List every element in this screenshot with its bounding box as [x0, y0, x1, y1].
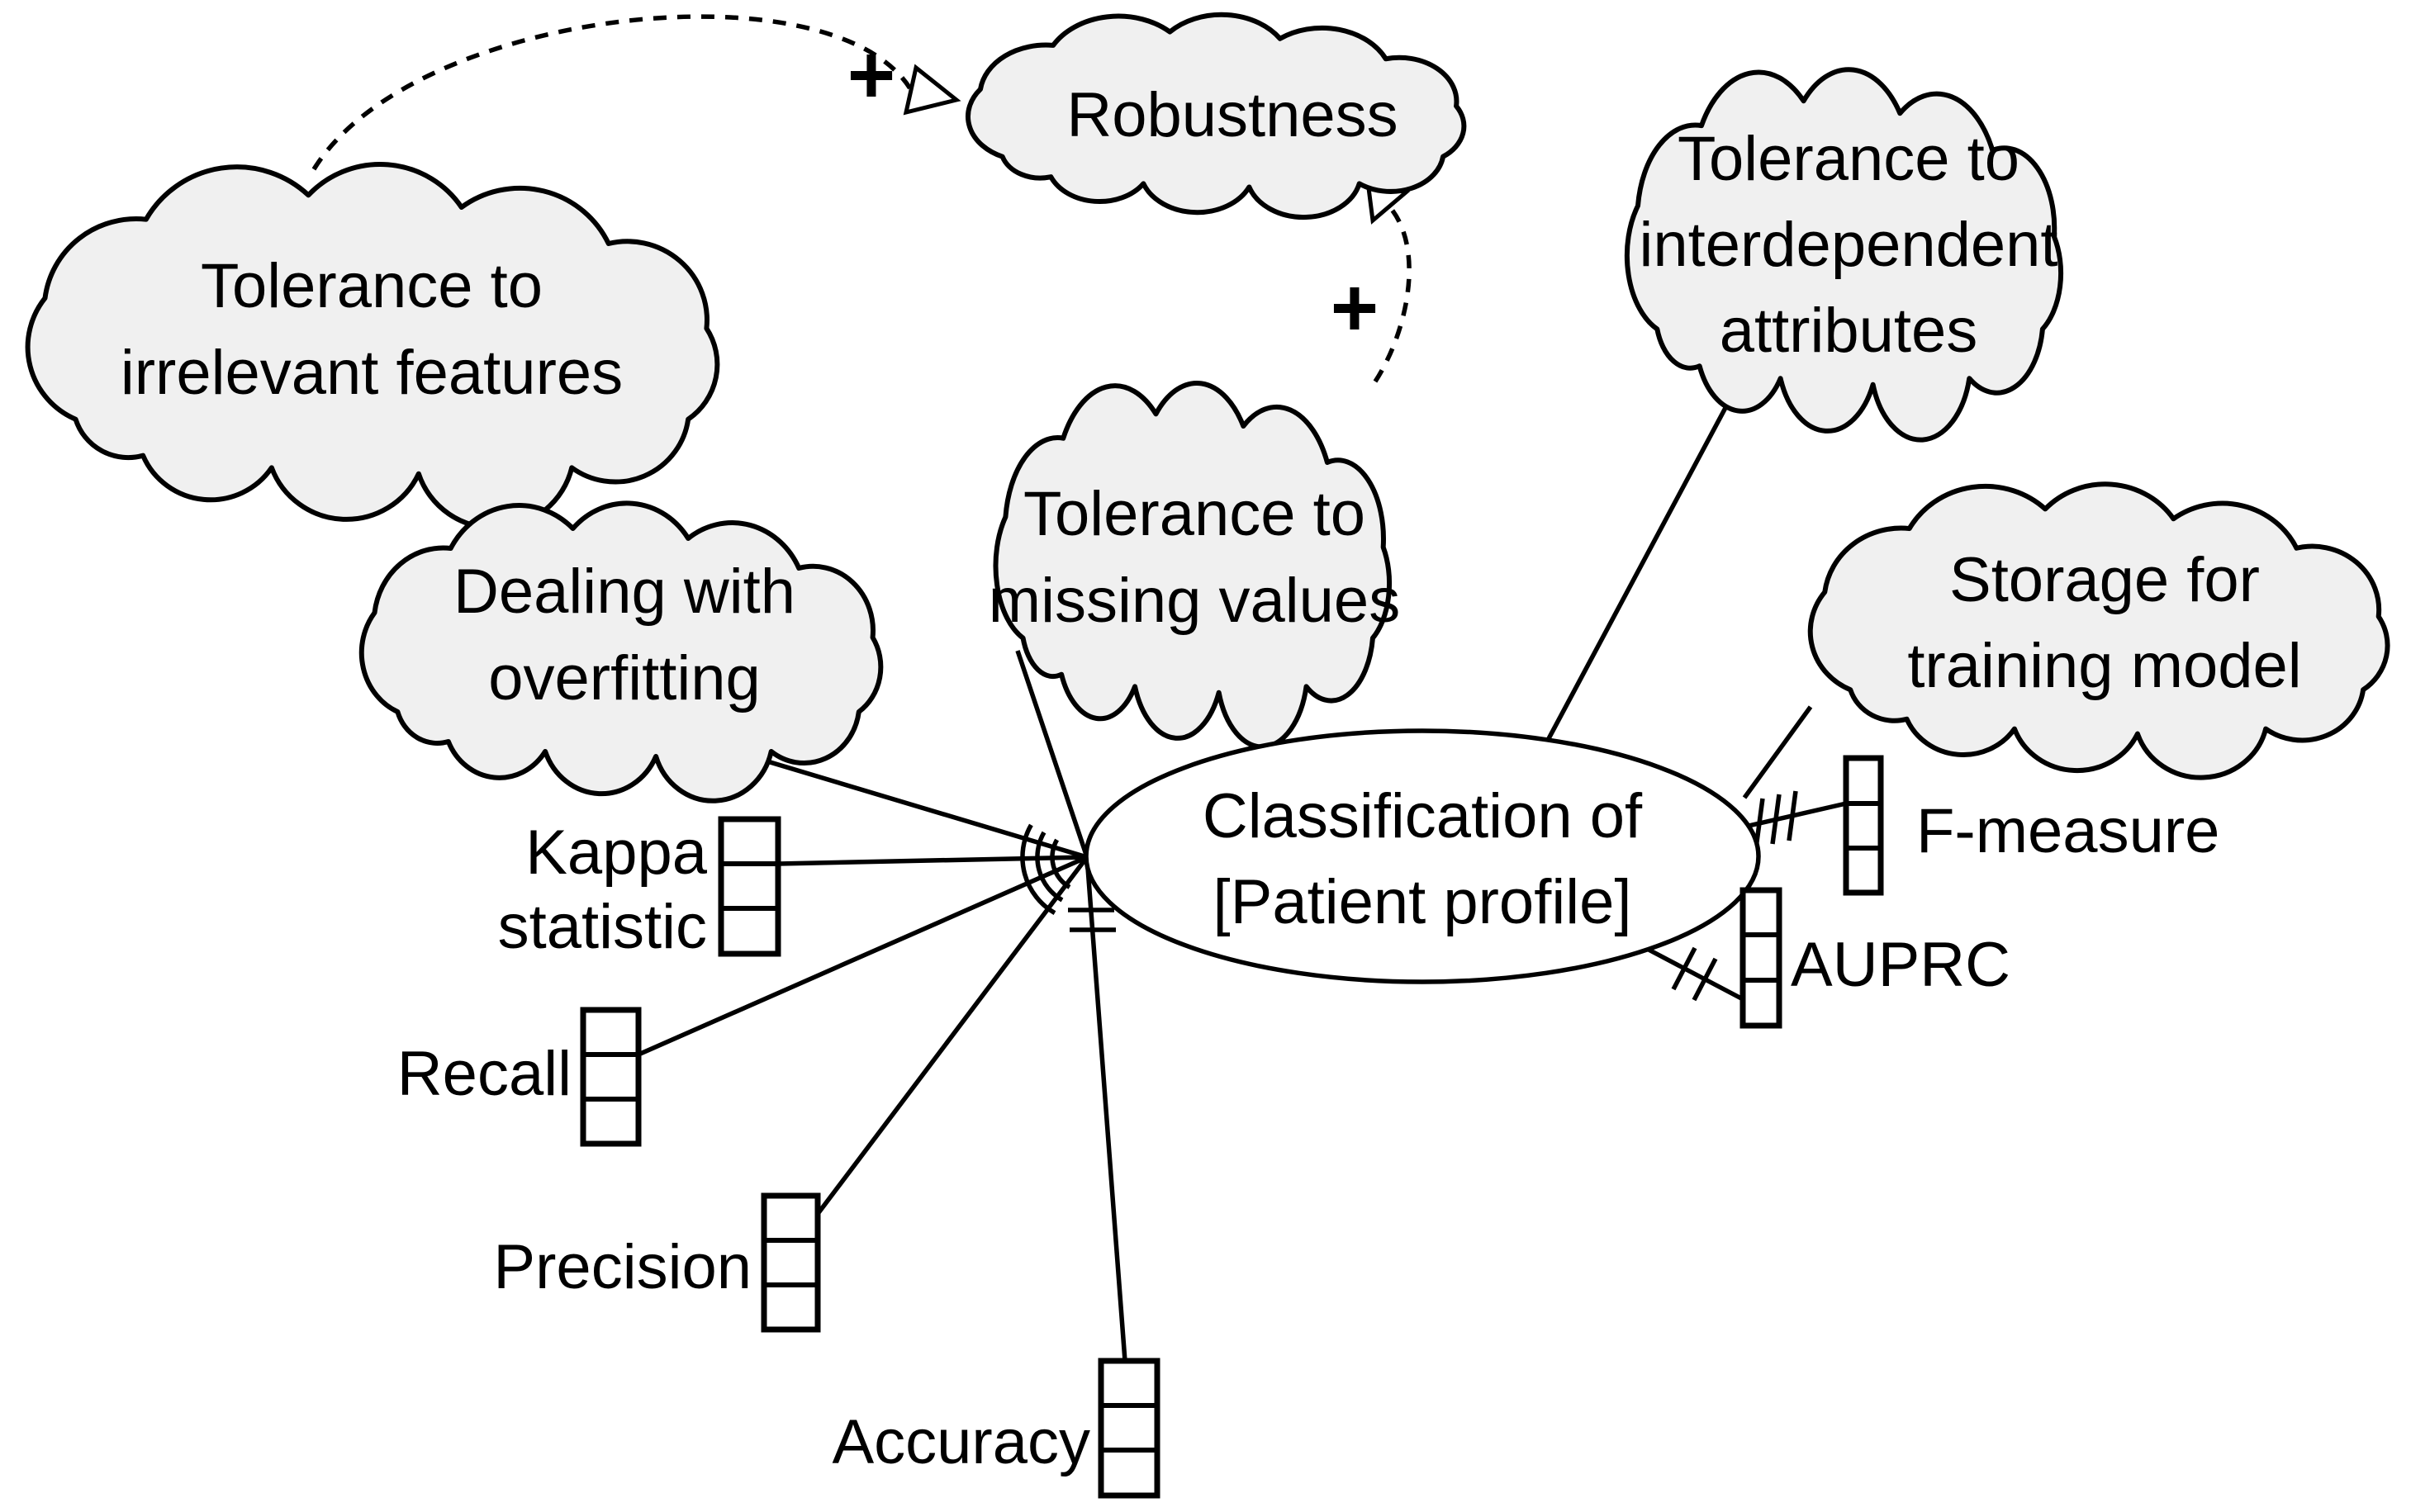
open-triangle-arrowhead-icon [903, 64, 961, 116]
softgoal-dealing-overfitting[interactable]: Dealing with overfitting [362, 503, 881, 800]
task-ellipse-icon [1084, 728, 1761, 984]
metric-label: Recall [397, 1039, 572, 1109]
fmeasure-tick-marks [1754, 790, 1798, 849]
metric-label: AUPRC [1791, 930, 2010, 1000]
metric-label: F-measure [1916, 796, 2219, 866]
metric-label: Accuracy [832, 1407, 1090, 1477]
connection-interdependent-to-task [1544, 405, 1729, 745]
measurement-bar-icon [718, 816, 781, 957]
connection-kappa-to-task [777, 855, 1088, 866]
softgoal-label: Robustness [1066, 80, 1398, 150]
task-label-line2: [Patient profile] [1213, 867, 1632, 937]
arc-mark-outer [1020, 823, 1056, 915]
softgoal-label-line2: interdependent [1639, 210, 2057, 280]
metric-f-measure[interactable]: F-measure [1843, 755, 2219, 896]
metric-label: Precision [493, 1232, 752, 1302]
softgoal-tolerance-missing[interactable]: Tolerance to missing values [989, 383, 1400, 747]
tick-mark [1770, 794, 1782, 845]
connection-storage-to-task [1742, 705, 1813, 799]
softgoal-label-line2: training model [1907, 631, 2301, 701]
measurement-bar-icon [1843, 755, 1884, 896]
softgoal-label-line1: Tolerance to [201, 251, 543, 321]
task-classification[interactable]: Classification of [Patient profile] [1084, 728, 1761, 984]
connection-auprc-to-task [1647, 947, 1744, 1002]
plus-contribution-label: + [847, 29, 895, 121]
cloud-icon [1627, 69, 2061, 439]
metric-precision[interactable]: Precision [493, 1192, 821, 1333]
metric-accuracy[interactable]: Accuracy [832, 1358, 1160, 1499]
arc-mark-inner [1050, 838, 1071, 889]
connection-accuracy-to-task [1084, 856, 1127, 1362]
slash-mark [1692, 957, 1718, 1002]
connection-missing-to-task [1015, 650, 1089, 858]
metric-kappa-statistic[interactable]: Kappa statistic [498, 816, 781, 962]
contribution-curve [311, 14, 914, 171]
cloud-icon [995, 383, 1389, 747]
auprc-slash-marks [1671, 946, 1718, 1002]
softgoal-label-line1: Tolerance to [1678, 124, 2019, 194]
softgoal-tolerance-irrelevant[interactable]: Tolerance to irrelevant features [28, 164, 718, 528]
measurement-bar-icon [1098, 1358, 1160, 1499]
metric-auprc[interactable]: AUPRC [1739, 887, 2010, 1029]
softgoal-label-line1: Dealing with [453, 557, 795, 627]
softgoal-storage-training[interactable]: Storage for training model [1811, 484, 2388, 777]
measurement-bar-icon [1739, 887, 1782, 1029]
plus-contribution-label: + [1331, 262, 1379, 354]
cloud-icon [1811, 484, 2388, 777]
softgoal-tolerance-interdependent[interactable]: Tolerance to interdependent attributes [1627, 69, 2061, 439]
measurement-bar-icon [580, 1007, 642, 1147]
softgoal-label-line1: Tolerance to [1023, 479, 1365, 549]
metric-label-line2: statistic [498, 892, 707, 962]
cloud-icon [28, 164, 718, 528]
cloud-icon [362, 503, 881, 800]
measurement-bar-icon [761, 1192, 821, 1333]
tick-mark [1787, 790, 1798, 841]
connection-precision-to-task [815, 856, 1089, 1216]
connection-recall-to-task [637, 855, 1089, 1057]
slash-mark [1671, 946, 1697, 991]
arc-mark-middle [1035, 831, 1064, 903]
connection-lines [629, 405, 1847, 1362]
connection-fmeasure-to-task [1748, 801, 1847, 828]
metric-recall[interactable]: Recall [397, 1007, 642, 1147]
metric-label-line1: Kappa [525, 818, 707, 888]
junction-arc-marks [1020, 823, 1116, 932]
softgoal-label-line2: missing values [989, 566, 1400, 636]
softgoal-label-line2: irrelevant features [121, 338, 623, 408]
contribution-irrelevant-to-robustness: + [311, 14, 961, 171]
softgoal-robustness[interactable]: Robustness [968, 15, 1464, 217]
softgoal-label-line3: attributes [1720, 296, 1978, 366]
contribution-missing-to-robustness: + [1331, 178, 1412, 383]
softgoal-label-line1: Storage for [1949, 545, 2260, 615]
contribution-curve [1373, 205, 1412, 383]
cloud-icon [968, 15, 1464, 217]
task-label-line1: Classification of [1203, 781, 1643, 851]
softgoal-label-line2: overfitting [488, 643, 761, 713]
